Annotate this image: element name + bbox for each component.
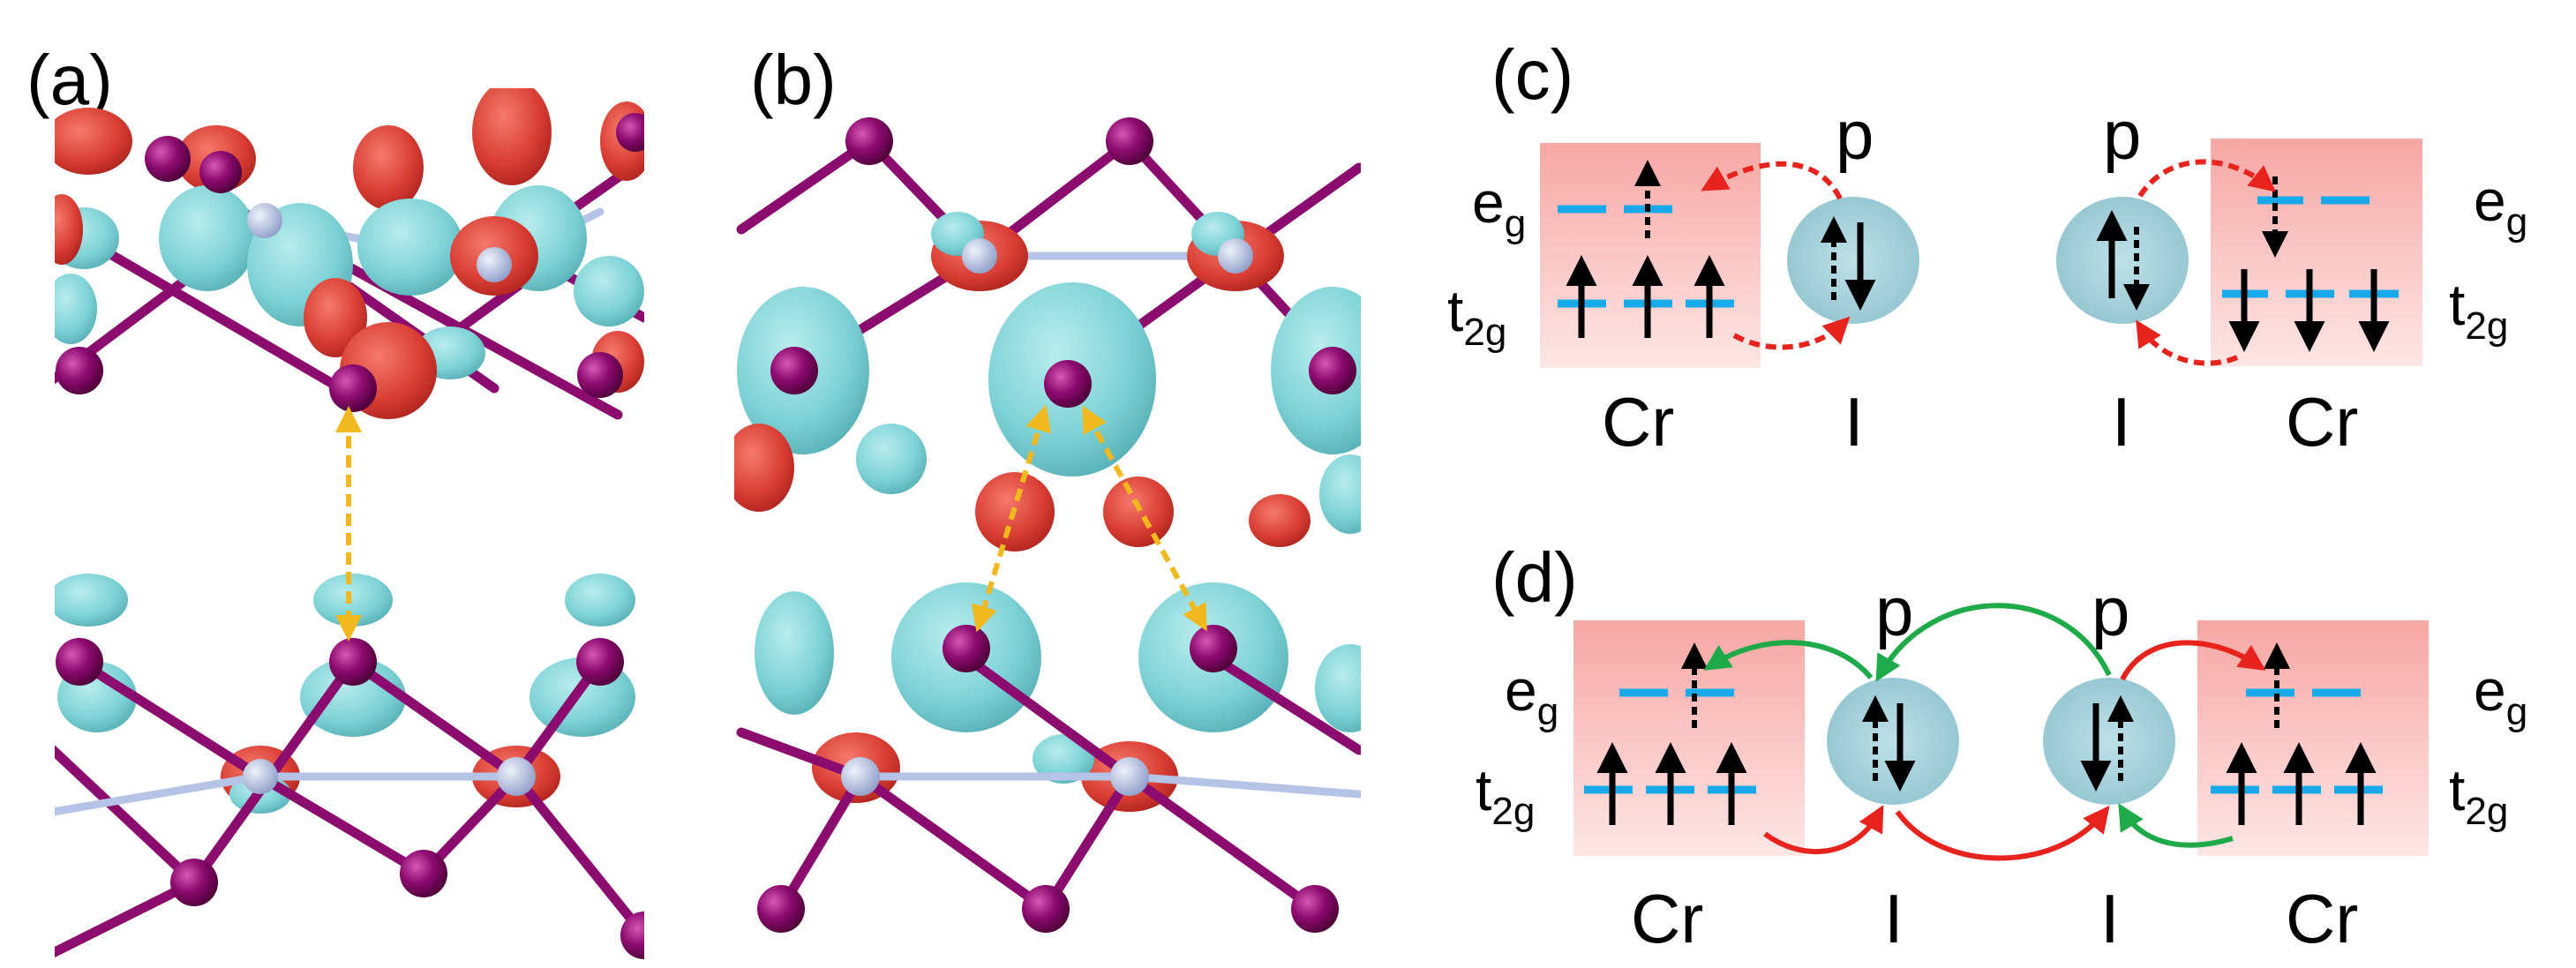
panel-d-hop-green-top-right <box>1875 603 2112 682</box>
panel-c-p-label-right: p <box>2103 96 2141 174</box>
panel-d-hop-red-bottom-middle <box>1895 805 2110 861</box>
panel-d-hop-red-bottom-left <box>1763 805 1884 855</box>
panel-b-exchange-arrows <box>971 404 1207 633</box>
panel-b-label: (b) <box>750 41 837 119</box>
panel-c-t2g-left: t2g <box>1447 278 1506 354</box>
panel-a: (a) <box>26 41 644 959</box>
panel-c-t2g-spins-right <box>2228 269 2390 352</box>
panel-d-cr-box-right <box>2197 620 2429 856</box>
panel-c-t2g-spins-left <box>1566 255 1725 338</box>
panel-c-hop-arrow-left-bottom <box>1732 316 1851 350</box>
panel-a-lobes-top <box>55 88 644 419</box>
panel-a-label: (a) <box>26 41 113 119</box>
panel-c-hop-arrow-left-top <box>1701 161 1843 200</box>
panel-d-p-orbital-2 <box>2043 678 2175 805</box>
panel-d-hop-green-bottom-right <box>2118 803 2234 848</box>
panel-c-p-label-left: p <box>1836 96 1874 174</box>
panel-d-hop-green-top-left <box>1703 640 1874 679</box>
panel-d-t2g-left: t2g <box>1476 757 1535 833</box>
panel-d-t2g-spins-right <box>2226 742 2377 825</box>
panel-b: (b) <box>734 41 1361 933</box>
panel-d-i-label-2: I <box>2100 880 2120 957</box>
panel-c-i-label-left: I <box>1844 383 1864 461</box>
panel-c-label: (c) <box>1491 35 1573 114</box>
panel-c-cr-label-left: Cr <box>1602 383 1674 461</box>
panel-c-p-orbital-left <box>1787 197 1919 324</box>
panel-a-atoms-bottom <box>56 638 644 959</box>
panel-a-atoms-top <box>56 113 644 412</box>
panel-c-cr-label-right: Cr <box>2286 383 2358 461</box>
panel-b-atoms <box>757 117 1356 933</box>
panel-c-p-orbital-right <box>2056 197 2189 324</box>
panel-b-bonds-bottom <box>736 652 1361 914</box>
panel-c-eg-right: eg <box>2474 168 2527 244</box>
panel-d: (d) eg t2g Cr p I p I <box>1476 538 2527 957</box>
panel-d-t2g-spins-left <box>1596 742 1747 825</box>
panel-d-p-label-2: p <box>2092 573 2129 650</box>
panel-c-hop-arrow-right-top <box>2137 159 2277 198</box>
panel-d-cr-label-right: Cr <box>2286 880 2358 957</box>
panel-d-eg-right: eg <box>2474 657 2527 733</box>
panel-d-p-orbital-1 <box>1827 678 1959 805</box>
panel-c-t2g-right: t2g <box>2449 272 2508 348</box>
panel-d-t2g-right: t2g <box>2449 757 2508 833</box>
panel-c-i-label-right: I <box>2112 383 2131 461</box>
panel-c-eg-left: eg <box>1472 169 1526 245</box>
panel-a-structure <box>55 88 644 959</box>
panel-c-hop-arrow-right-bottom <box>2136 319 2239 366</box>
panel-c: (c) eg t2g Cr p I p I <box>1447 35 2527 461</box>
panel-d-cr-label-left: Cr <box>1631 880 1703 957</box>
panel-d-hop-red-top-right <box>2120 640 2266 681</box>
panel-b-structure <box>734 117 1361 933</box>
panel-d-label: (d) <box>1491 538 1578 617</box>
panel-d-eg-left: eg <box>1505 657 1558 733</box>
panel-d-cr-box-left <box>1573 620 1805 856</box>
panel-d-i-label-1: I <box>1884 880 1904 957</box>
